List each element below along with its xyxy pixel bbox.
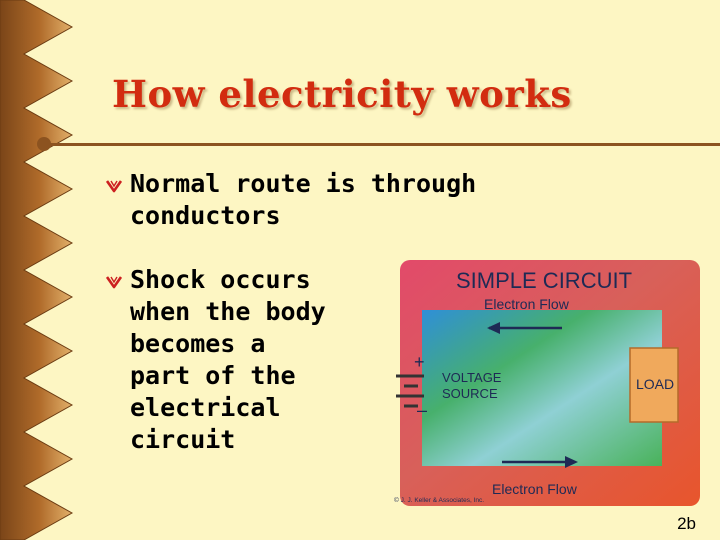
bullet-line: becomes a bbox=[130, 329, 266, 358]
bullet-marker-icon bbox=[106, 276, 122, 289]
slide-title: How electricity works bbox=[112, 72, 572, 116]
voltage-source-label: SOURCE bbox=[442, 386, 498, 401]
bullet-line: conductors bbox=[130, 201, 281, 230]
bullet-line: part of the bbox=[130, 361, 296, 390]
bullet-marker-icon bbox=[106, 180, 122, 193]
bullet-shock: Shock occurs when the body becomes a par… bbox=[106, 264, 326, 456]
load-label: LOAD bbox=[636, 376, 674, 392]
minus-sign: – bbox=[417, 400, 427, 420]
bullet-line: Shock occurs bbox=[130, 265, 311, 294]
arrow-left-icon bbox=[487, 322, 562, 334]
zigzag-border bbox=[0, 0, 74, 540]
bullet-line: Normal route is through bbox=[130, 169, 477, 198]
title-rule bbox=[42, 143, 720, 146]
bullet-line: electrical bbox=[130, 393, 281, 422]
electron-flow-top-label: Electron Flow bbox=[484, 296, 570, 312]
battery-icon bbox=[396, 374, 424, 408]
load-box bbox=[629, 347, 679, 423]
bullet-line: circuit bbox=[130, 425, 236, 454]
copyright-note: © J. J. Keller & Associates, Inc. bbox=[394, 496, 484, 504]
circuit-panel bbox=[422, 310, 662, 466]
title-block: How electricity works bbox=[112, 70, 572, 118]
bullet-line: when the body bbox=[130, 297, 326, 326]
plus-sign: + bbox=[414, 352, 425, 372]
voltage-source-label: VOLTAGE bbox=[442, 370, 502, 385]
circuit-heading: SIMPLE CIRCUIT bbox=[456, 268, 632, 293]
bullet-normal-route: Normal route is through conductors bbox=[106, 168, 476, 232]
page-label: 2b bbox=[677, 514, 696, 533]
arrow-right-icon bbox=[502, 456, 578, 468]
simple-circuit-figure: SIMPLE CIRCUIT Electron Flow + – VOLTAGE… bbox=[394, 260, 700, 506]
electron-flow-bottom-label: Electron Flow bbox=[492, 481, 578, 497]
